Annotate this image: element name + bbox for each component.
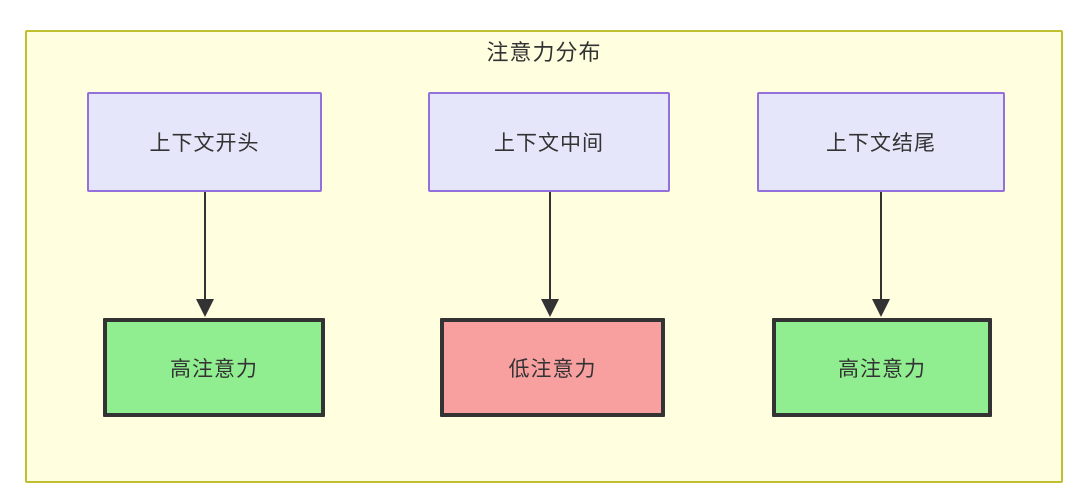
- node-context-middle[interactable]: 上下文中间: [428, 92, 670, 192]
- node-attention-high-start[interactable]: 高注意力: [103, 318, 325, 417]
- node-context-start[interactable]: 上下文开头: [87, 92, 322, 192]
- subgraph-title: 注意力分布: [486, 40, 602, 65]
- node-attention-low-middle[interactable]: 低注意力: [440, 318, 665, 417]
- node-attention-high-end[interactable]: 高注意力: [772, 318, 992, 417]
- node-context-end[interactable]: 上下文结尾: [757, 92, 1005, 192]
